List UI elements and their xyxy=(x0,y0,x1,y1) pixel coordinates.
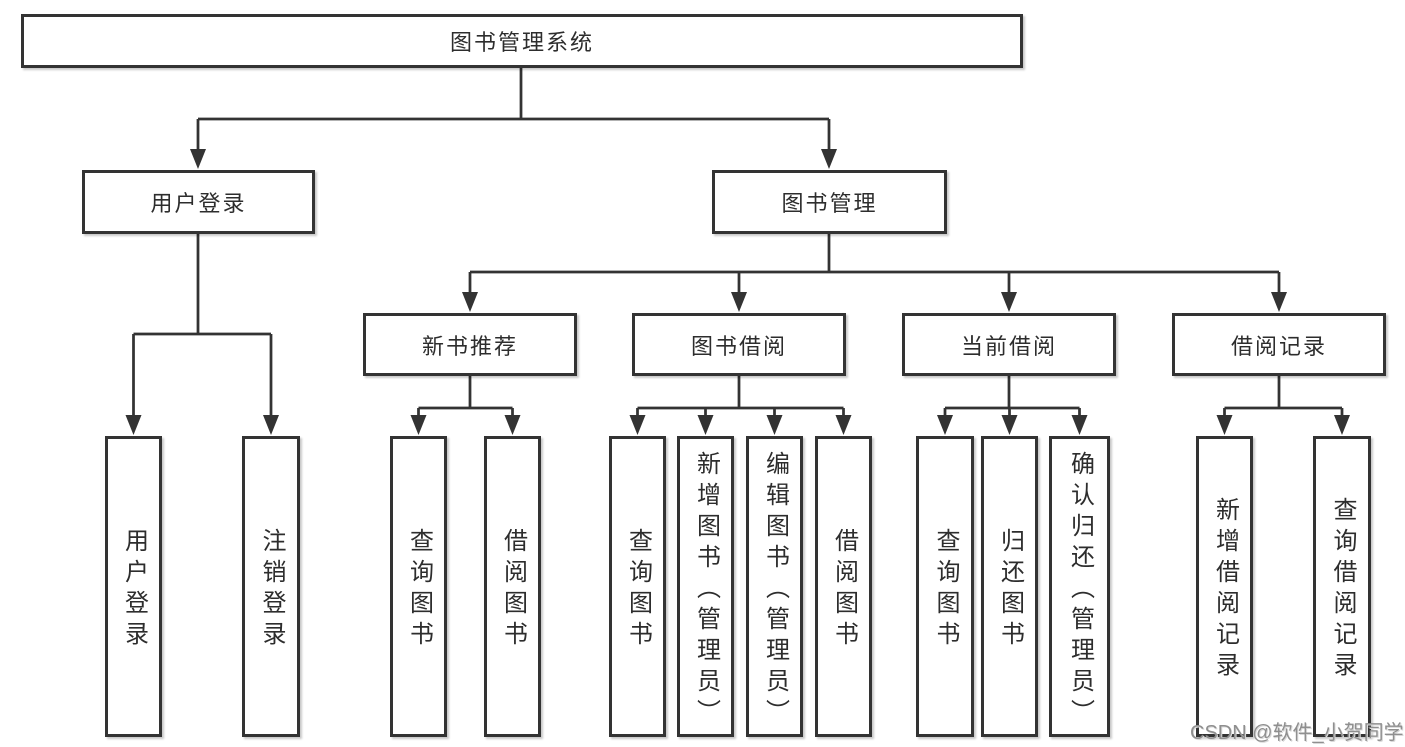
leaf-label: 归还图书 xyxy=(996,528,1024,652)
node-user-login: 用户登录 xyxy=(82,170,315,234)
leaf-label: 借阅图书 xyxy=(830,528,858,652)
node-new-book-recommend: 新书推荐 xyxy=(363,313,577,376)
leaf-new-book-query-books: 查询图书 xyxy=(390,436,447,737)
leaf-label: 查询图书 xyxy=(405,528,433,652)
leaf-label: 确认归还（管理员） xyxy=(1066,450,1094,730)
leaf-current-borrow-query-books: 查询图书 xyxy=(916,436,974,737)
node-label: 当前借阅 xyxy=(960,333,1057,359)
leaf-label: 借阅图书 xyxy=(499,528,527,652)
leaf-label: 注销登录 xyxy=(258,528,285,652)
leaf-user-login: 用户登录 xyxy=(105,436,162,737)
leaf-book-borrow-edit-books-admin: 编辑图书（管理员） xyxy=(746,436,803,737)
leaf-current-borrow-confirm-return-admin: 确认归还（管理员） xyxy=(1049,436,1110,737)
node-borrow-records: 借阅记录 xyxy=(1172,313,1386,376)
leaf-label: 查询图书 xyxy=(624,528,652,652)
node-label: 图书管理 xyxy=(781,191,878,216)
node-label: 借阅记录 xyxy=(1230,333,1327,359)
node-root-library-management-system: 图书管理系统 xyxy=(21,14,1023,68)
leaf-borrow-records-query-record: 查询借阅记录 xyxy=(1313,436,1371,737)
leaf-logout: 注销登录 xyxy=(242,436,300,737)
node-current-borrow: 当前借阅 xyxy=(902,313,1116,376)
leaf-label: 查询图书 xyxy=(932,528,959,652)
node-label: 图书管理系统 xyxy=(449,30,594,55)
node-book-management: 图书管理 xyxy=(712,170,947,234)
leaf-book-borrow-add-books-admin: 新增图书（管理员） xyxy=(677,436,734,737)
leaf-borrow-records-add-record: 新增借阅记录 xyxy=(1196,436,1253,737)
node-book-borrow: 图书借阅 xyxy=(632,313,846,376)
leaf-label: 用户登录 xyxy=(120,528,148,652)
csdn-watermark: CSDN @软件_小贺同学 xyxy=(1190,722,1404,744)
leaf-label: 查询借阅记录 xyxy=(1329,497,1356,683)
leaf-new-book-borrow-books: 借阅图书 xyxy=(484,436,541,737)
arrowhead-icons xyxy=(125,149,1350,435)
node-label: 新书推荐 xyxy=(421,333,518,359)
node-label: 图书借阅 xyxy=(690,333,787,359)
leaf-label: 新增借阅记录 xyxy=(1211,497,1239,683)
leaf-label: 新增图书（管理员） xyxy=(692,450,720,730)
node-label: 用户登录 xyxy=(150,191,247,216)
leaf-book-borrow-query-books: 查询图书 xyxy=(609,436,666,737)
leaf-book-borrow-borrow-books: 借阅图书 xyxy=(815,436,872,737)
leaf-current-borrow-return-books: 归还图书 xyxy=(981,436,1038,737)
leaf-label: 编辑图书（管理员） xyxy=(761,450,789,730)
